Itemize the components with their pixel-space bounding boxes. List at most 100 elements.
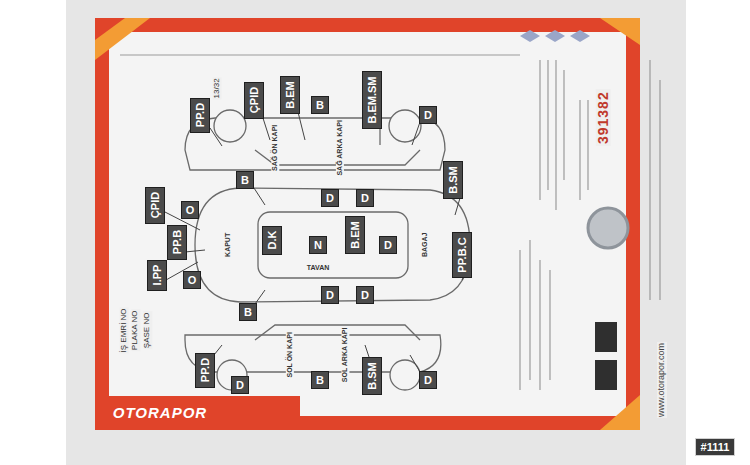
damage-code: D	[326, 192, 334, 204]
damage-code-box: B.EM.SM	[362, 71, 382, 129]
car-outline-plan	[258, 212, 408, 278]
fine-print	[120, 55, 660, 390]
part-label: TAVAN	[306, 264, 331, 272]
damage-code: D	[236, 379, 244, 391]
damage-code: N	[314, 239, 322, 251]
part-label: SOL ÖN KAPI	[286, 331, 294, 378]
damage-code: D	[361, 192, 369, 204]
leader-lines	[254, 188, 265, 205]
fine-print	[549, 270, 550, 380]
damage-code: D	[424, 374, 432, 386]
leader-lines	[455, 198, 460, 215]
part-label: KAPUT	[224, 232, 232, 258]
hologram	[588, 208, 628, 248]
part-label: SAĞ ARKA KAPI	[336, 119, 344, 176]
damage-code: PP.D	[199, 358, 211, 382]
leader-lines	[412, 122, 420, 145]
leader-lines	[380, 128, 381, 145]
damage-code-box: ÇPID	[244, 82, 264, 119]
damage-code: B.SM	[366, 362, 378, 390]
damage-code-box: B.SM	[362, 357, 382, 395]
fine-print	[539, 60, 540, 200]
damage-code: B	[316, 99, 324, 111]
damage-code: D	[361, 289, 369, 301]
damage-code-box: B	[239, 303, 257, 321]
fine-print	[659, 80, 660, 300]
damage-code: D	[424, 109, 432, 121]
damage-code: ÇPID	[248, 87, 260, 113]
damage-code: B.EM	[284, 81, 296, 109]
damage-code: B	[244, 306, 252, 318]
damage-code: D	[326, 289, 334, 301]
text-label: OTORAPOR	[113, 405, 207, 422]
damage-code: B	[241, 174, 249, 186]
leader-lines	[298, 112, 305, 140]
damage-code-box: PP.D	[195, 353, 215, 388]
damage-code-box: D	[379, 236, 397, 254]
damage-code-box: D	[419, 106, 437, 124]
fine-print	[555, 60, 556, 210]
damage-code: B.EM	[349, 221, 361, 249]
leader-lines	[185, 250, 205, 252]
damage-code: PP.D	[194, 103, 206, 127]
damage-code-box: D	[419, 371, 437, 389]
fine-print	[649, 60, 650, 300]
damage-code: O	[186, 204, 195, 216]
damage-code: ÇPID	[149, 192, 161, 218]
damage-code-box: D	[321, 189, 339, 207]
paper	[95, 18, 640, 430]
text-label: PLAKA NO	[132, 309, 141, 351]
car-outline-top	[214, 110, 246, 142]
orange-accents	[95, 18, 150, 60]
damage-code-box: B	[236, 171, 254, 189]
serial-number: 391382	[595, 90, 610, 147]
orange-accents	[545, 30, 565, 42]
damage-code-box: O	[181, 201, 199, 219]
damage-code-box: PP.B	[167, 225, 187, 260]
text-label: İŞ EMRİ NO	[120, 307, 129, 353]
damage-code-box: I.PP	[147, 260, 167, 291]
car-outline-top	[389, 110, 421, 142]
damage-code-box: B.SM	[443, 161, 463, 199]
damage-code: D.K	[266, 231, 278, 250]
leader-lines	[165, 112, 470, 372]
damage-code: B	[316, 374, 324, 386]
orange-accents	[600, 18, 640, 45]
damage-code-box: O	[183, 271, 201, 289]
fine-print	[579, 100, 580, 200]
orange-accents	[570, 30, 590, 42]
orange-accents	[520, 30, 540, 42]
damage-code-box: D	[321, 286, 339, 304]
damage-code: I.PP	[151, 265, 163, 286]
leader-lines	[262, 115, 270, 140]
damage-code-box: D	[231, 376, 249, 394]
damage-code-box: D	[356, 189, 374, 207]
leader-lines	[214, 345, 222, 355]
part-label: SAĞ ÖN KAPI	[271, 124, 279, 172]
text-label: www.otorapor.com	[657, 342, 667, 418]
fine-print	[587, 100, 588, 190]
car-outline-plan	[195, 188, 470, 302]
damage-code-box: D	[356, 286, 374, 304]
damage-code-box: B	[311, 96, 329, 114]
damage-code-box: D.K	[262, 226, 282, 255]
damage-code: D	[384, 239, 392, 251]
fine-print	[120, 54, 520, 55]
orange-accents	[95, 18, 640, 430]
car-outline-bottom	[185, 325, 441, 390]
damage-code: PP.B	[171, 230, 183, 254]
damage-code: PP.B.C	[456, 237, 468, 272]
text-label: 13/32	[213, 77, 222, 99]
car-outline-top	[185, 110, 445, 170]
leader-lines	[410, 355, 420, 372]
fine-print	[563, 70, 564, 180]
leader-lines	[210, 128, 222, 146]
damage-code-box: B.EM	[345, 216, 365, 254]
damage-code-box: PP.D	[190, 98, 210, 133]
part-label: BAGAJ	[421, 232, 429, 259]
damage-code-box: B	[311, 371, 329, 389]
red-frame	[102, 25, 633, 423]
damage-code-box: B.EM	[280, 76, 300, 114]
fine-print	[529, 240, 530, 380]
